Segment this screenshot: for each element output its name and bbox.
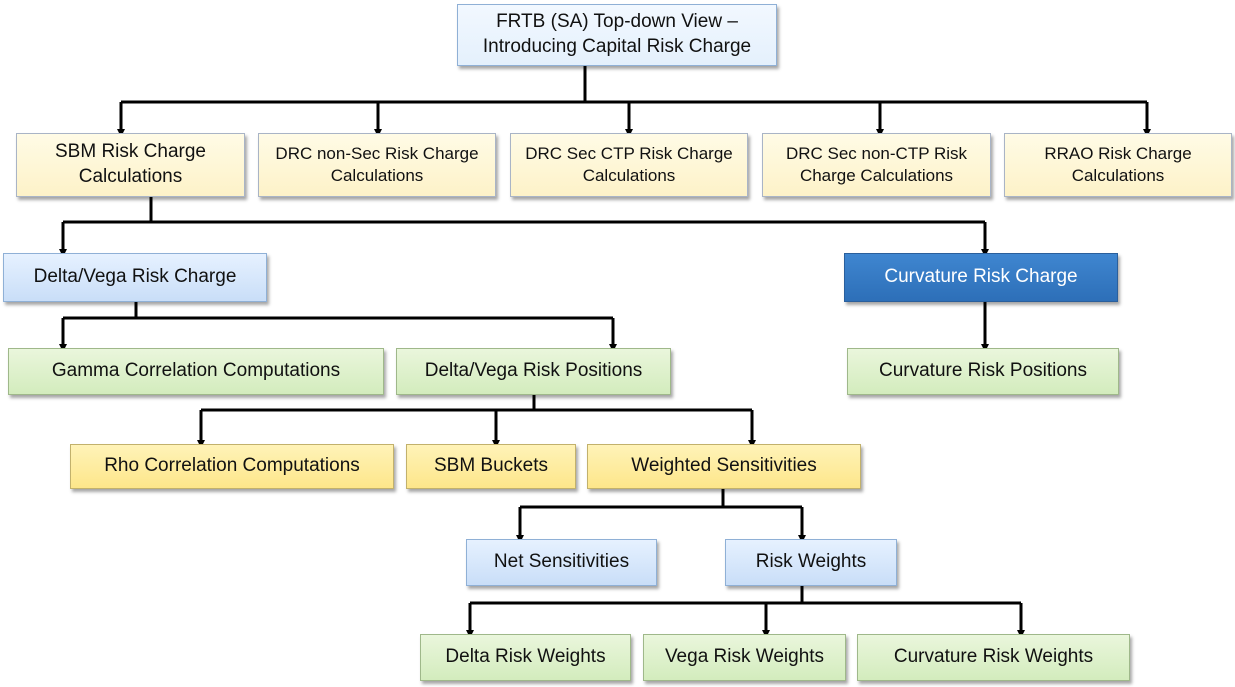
node-sbm-risk-charge: SBM Risk Charge Calculations [16, 133, 245, 197]
node-drc-sec-ctp: DRC Sec CTP Risk Charge Calculations [510, 133, 748, 197]
node-rrao-risk-charge: RRAO Risk Charge Calculations [1004, 133, 1232, 197]
node-rrao-line2: Calculations [1071, 166, 1165, 185]
node-drc-non-sec: DRC non-Sec Risk Charge Calculations [258, 133, 496, 197]
node-net-sensitivities: Net Sensitivities [466, 539, 657, 586]
connector-root-bus [121, 66, 1147, 104]
node-risk-weights: Risk Weights [725, 539, 897, 586]
node-drc-ctp-line2: Calculations [582, 166, 676, 185]
node-drc-nonctp-line1: DRC Sec non-CTP Risk [785, 143, 968, 163]
node-frtb-line1: FRTB (SA) Top-down View – [496, 11, 738, 33]
connector-rw-bus [470, 586, 1021, 605]
node-sbm-buckets: SBM Buckets [406, 444, 576, 489]
connector-positions-bus [201, 395, 752, 412]
node-curvature-risk-positions: Curvature Risk Positions [847, 348, 1119, 395]
node-drc-sec-non-ctp: DRC Sec non-CTP Risk Charge Calculations [762, 133, 991, 197]
node-sbm-line1: SBM Risk Charge [55, 141, 206, 163]
node-delta-risk-weights: Delta Risk Weights [420, 634, 631, 681]
node-rho-correlation: Rho Correlation Computations [70, 444, 394, 489]
node-weighted-sensitivities: Weighted Sensitivities [587, 444, 861, 489]
node-curvature-risk-weights: Curvature Risk Weights [857, 634, 1130, 681]
node-rrao-line1: RRAO Risk Charge [1044, 143, 1192, 163]
node-drc-nonctp-line2: Charge Calculations [799, 166, 954, 185]
node-curvature-risk-charge: Curvature Risk Charge [844, 253, 1118, 302]
node-frtb-top-down-view: FRTB (SA) Top-down View – Introducing Ca… [457, 4, 777, 66]
connector-sbm-bus [63, 197, 985, 224]
node-vega-risk-weights: Vega Risk Weights [643, 634, 846, 681]
node-delta-vega-risk-charge: Delta/Vega Risk Charge [3, 253, 267, 302]
node-drc-nonsec-line2: Calculations [330, 166, 424, 185]
node-frtb-line2: Introducing Capital Risk Charge [482, 36, 752, 57]
node-drc-nonsec-line1: DRC non-Sec Risk Charge [275, 143, 479, 163]
connector-dv-bus [63, 302, 613, 320]
node-sbm-line2: Calculations [78, 166, 183, 187]
node-drc-ctp-line1: DRC Sec CTP Risk Charge [525, 143, 733, 163]
connector-weighted-bus [520, 489, 802, 509]
node-gamma-correlation: Gamma Correlation Computations [8, 348, 384, 395]
node-delta-vega-risk-positions: Delta/Vega Risk Positions [396, 348, 671, 395]
